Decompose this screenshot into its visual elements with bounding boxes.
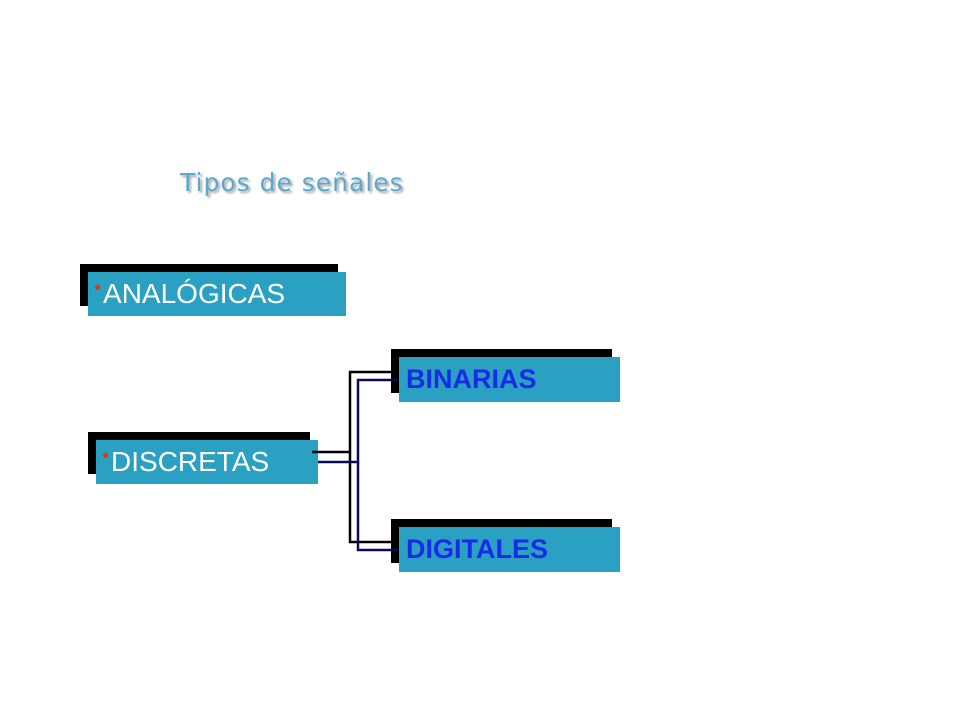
node-label: ANALÓGICAS bbox=[103, 278, 286, 309]
node-label: BINARIAS bbox=[406, 364, 537, 394]
bullet-icon: • bbox=[102, 444, 110, 467]
node-face: BINARIAS bbox=[399, 357, 620, 402]
node-face: DIGITALES bbox=[399, 527, 620, 572]
arrowhead-icon bbox=[392, 368, 399, 376]
node-label: DIGITALES bbox=[406, 534, 549, 564]
bullet-icon: • bbox=[94, 276, 102, 299]
connector-outer-bottom bbox=[348, 452, 392, 544]
arrowhead-icon bbox=[392, 538, 399, 546]
node-label: DISCRETAS bbox=[111, 446, 270, 477]
slide-title: Tipos de señales bbox=[180, 168, 404, 197]
connector-inner bbox=[318, 378, 398, 464]
node-face: • ANALÓGICAS bbox=[88, 272, 346, 316]
node-face: • DISCRETAS bbox=[96, 440, 318, 484]
connector-outer bbox=[312, 370, 392, 454]
connector-inner-bottom bbox=[356, 462, 398, 552]
